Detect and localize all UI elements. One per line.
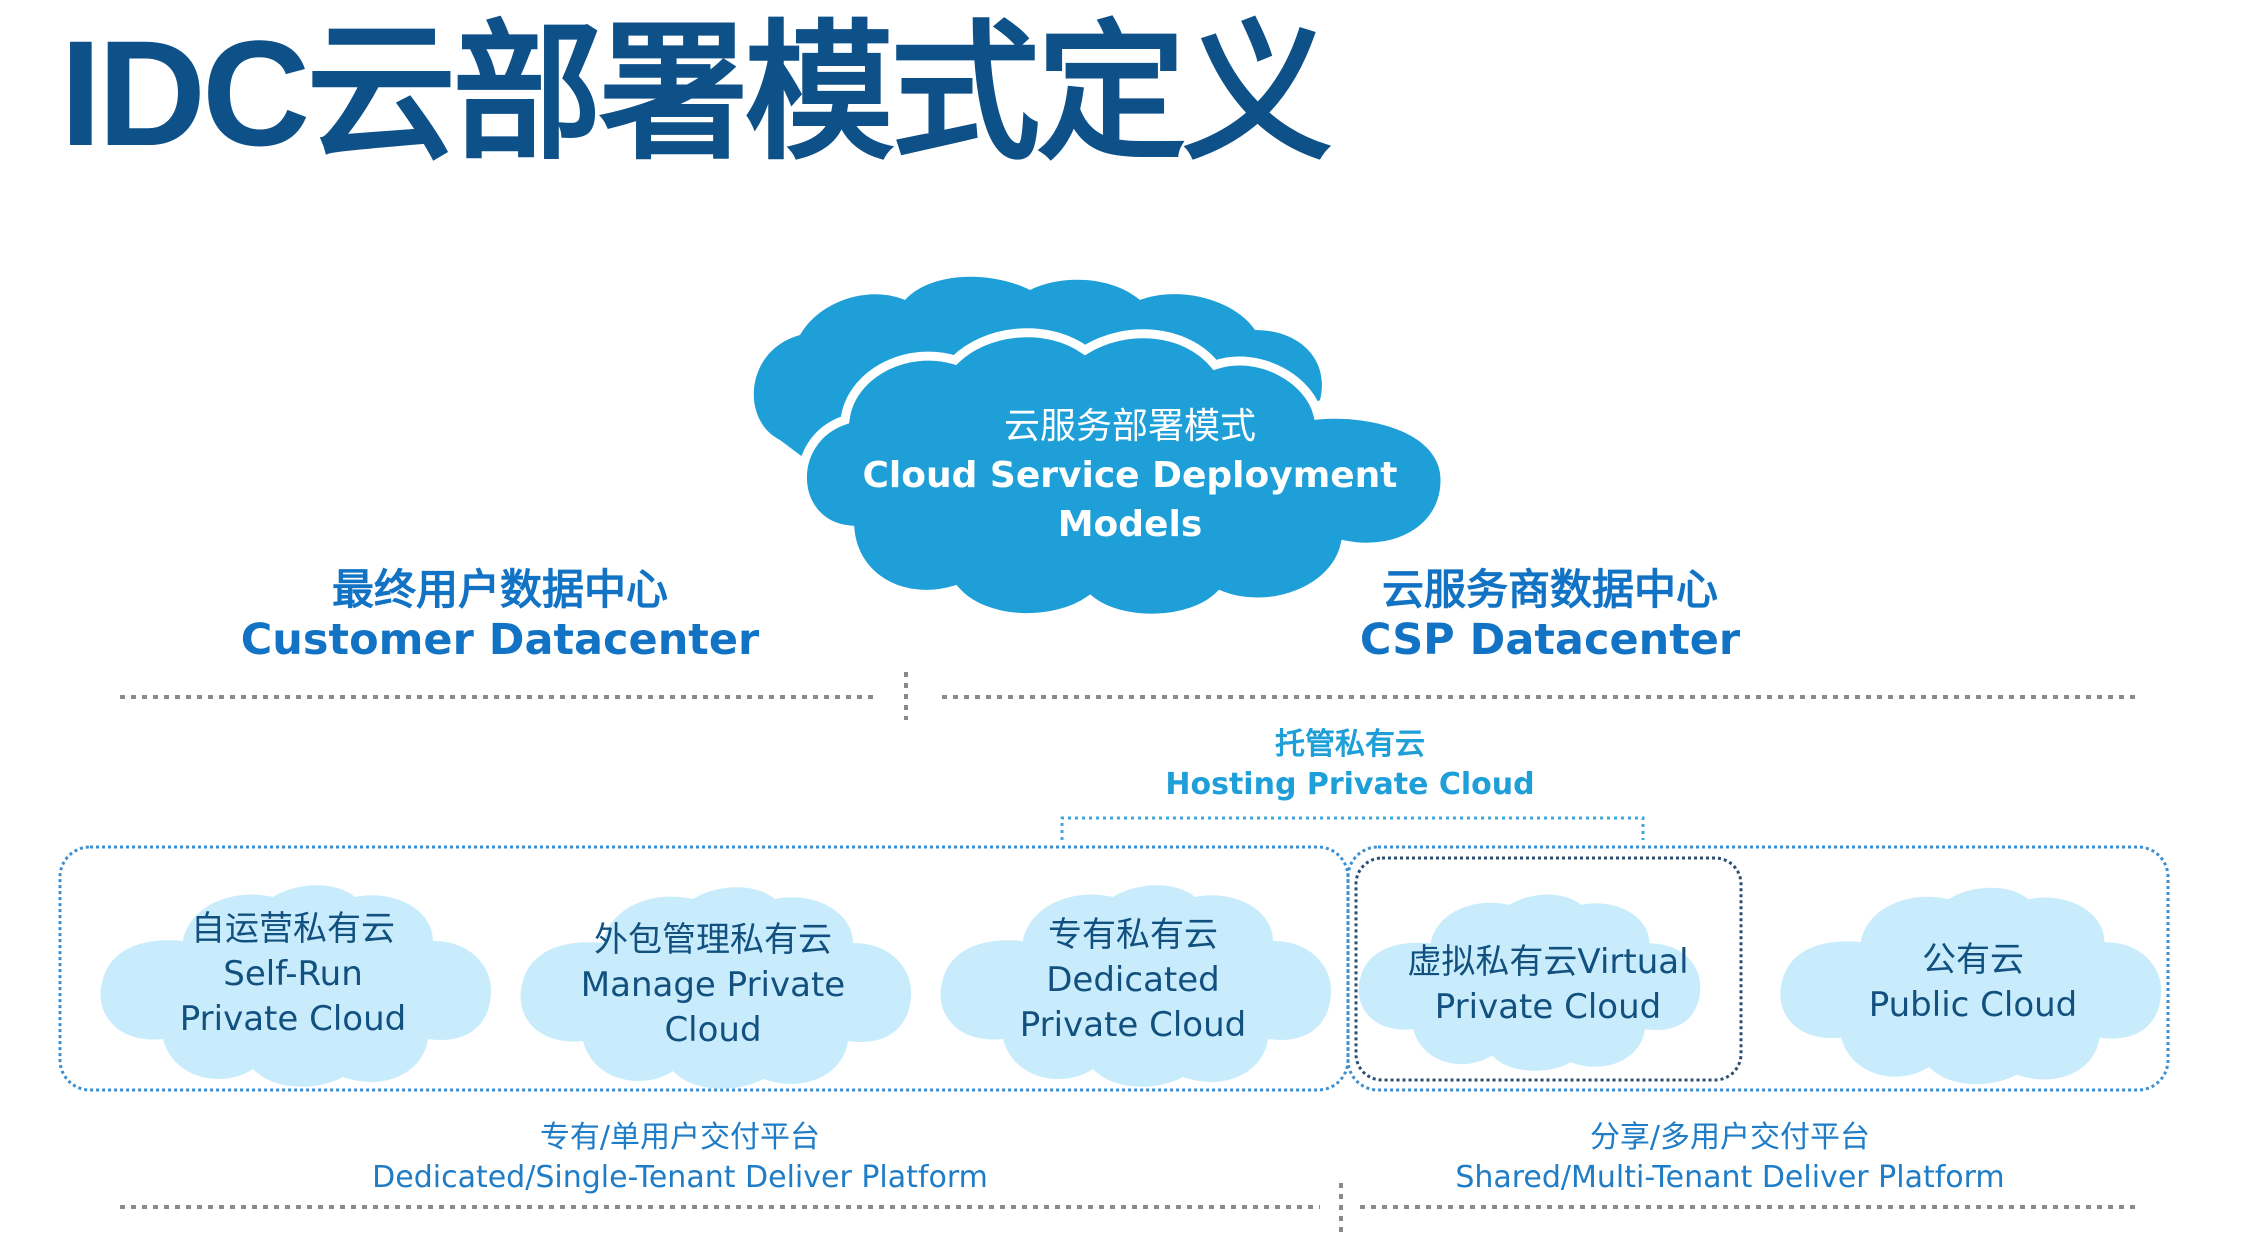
shared-platform-zh: 分享/多用户交付平台	[1589, 1120, 1871, 1155]
hosting-bracket	[1060, 816, 1645, 840]
cloud-dedicated-zh: 专有私有云	[1048, 915, 1218, 955]
cloud-managed-en-1: Manage Private	[580, 965, 846, 1005]
vpc-hosting-box	[1354, 856, 1743, 1082]
dedicated-platform-box	[58, 845, 1350, 1092]
cloud-self-run-label: 自运营私有云 Self-Run Private Cloud	[93, 907, 493, 1042]
cloud-dedicated-en-2: Private Cloud	[1019, 1005, 1247, 1045]
csp-datacenter-heading: 云服务商数据中心 CSP Datacenter	[1250, 565, 1850, 667]
cloud-dedicated-en-1: Dedicated	[1046, 960, 1220, 1000]
cloud-vpc-label: 虚拟私有云Virtual Private Cloud	[1348, 940, 1748, 1030]
central-cloud-zh: 云服务部署模式	[1003, 406, 1256, 447]
cloud-vpc-en: Private Cloud	[1434, 987, 1662, 1027]
central-cloud-front	[797, 328, 1450, 623]
cloud-public-en: Public Cloud	[1868, 985, 2078, 1025]
hosting-zh: 托管私有云	[1275, 727, 1425, 762]
cloud-public-zh: 公有云	[1922, 940, 2024, 980]
hosting-en: Hosting Private Cloud	[1165, 767, 1535, 802]
hosting-private-cloud-label: 托管私有云 Hosting Private Cloud	[1100, 725, 1600, 805]
customer-datacenter-heading: 最终用户数据中心 Customer Datacenter	[200, 565, 800, 667]
page-title: IDC云部署模式定义	[60, 9, 1332, 177]
shared-platform-label: 分享/多用户交付平台 Shared/Multi-Tenant Deliver P…	[1380, 1118, 2080, 1198]
shared-platform-en: Shared/Multi-Tenant Deliver Platform	[1455, 1160, 2005, 1195]
shared-platform-box	[1346, 845, 2170, 1092]
central-cloud-en-1: Cloud Service Deployment	[862, 455, 1398, 496]
dedicated-platform-label: 专有/单用户交付平台 Dedicated/Single-Tenant Deliv…	[280, 1118, 1080, 1198]
cloud-dedicated-label: 专有私有云 Dedicated Private Cloud	[933, 913, 1333, 1048]
cloud-managed-en-2: Cloud	[664, 1010, 762, 1050]
cloud-self-run-en-2: Private Cloud	[179, 999, 407, 1039]
dedicated-platform-en: Dedicated/Single-Tenant Deliver Platform	[372, 1160, 988, 1195]
cloud-self-run-en-1: Self-Run	[223, 954, 363, 994]
customer-datacenter-zh: 最终用户数据中心	[331, 565, 668, 614]
dedicated-platform-zh: 专有/单用户交付平台	[539, 1120, 821, 1155]
cloud-self-run-zh: 自运营私有云	[191, 909, 395, 949]
cloud-public-label: 公有云 Public Cloud	[1773, 938, 2173, 1028]
central-cloud-en-2: Models	[1057, 504, 1203, 545]
cloud-vpc-zh: 虚拟私有云Virtual	[1407, 942, 1689, 982]
csp-datacenter-zh: 云服务商数据中心	[1381, 565, 1718, 614]
cloud-managed-zh: 外包管理私有云	[594, 920, 832, 960]
csp-datacenter-en: CSP Datacenter	[1359, 615, 1741, 666]
central-cloud-label: 云服务部署模式 Cloud Service Deployment Models	[850, 402, 1410, 549]
cloud-managed-label: 外包管理私有云 Manage Private Cloud	[513, 918, 913, 1053]
customer-datacenter-en: Customer Datacenter	[240, 615, 760, 666]
